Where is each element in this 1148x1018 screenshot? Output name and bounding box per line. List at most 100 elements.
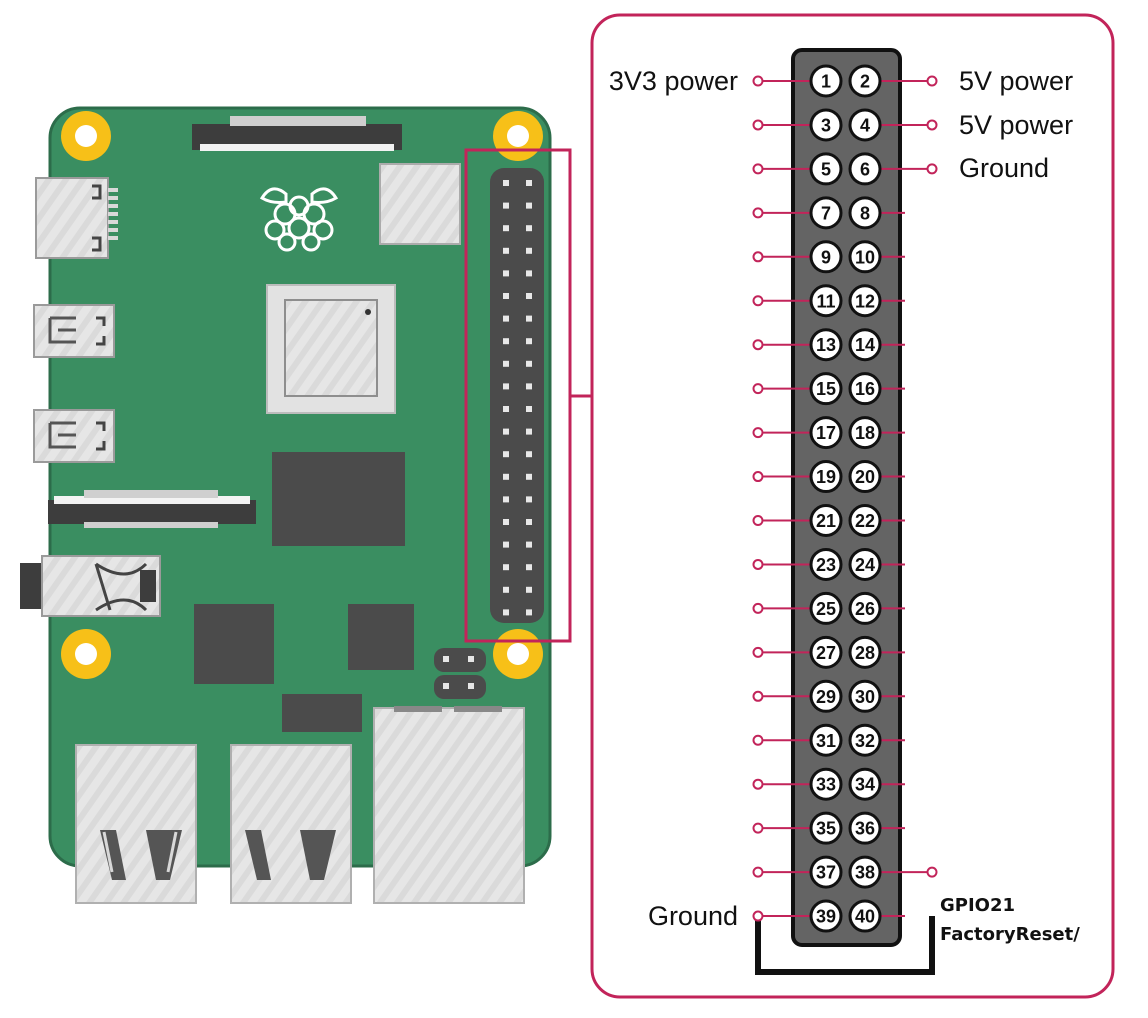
pin-20 [848,460,882,494]
usb-port [230,744,352,904]
pin-38 [848,855,882,889]
pin-19 [809,460,843,494]
pin-number: 38 [855,863,875,883]
gpio-pin-dot [526,383,532,390]
pin-number: 18 [855,423,875,443]
label-pin1: 3V3 power [609,66,738,96]
pin-34 [848,767,882,801]
pin-number: 20 [855,467,875,487]
pin-number: 37 [816,863,836,883]
pin-40 [848,899,882,933]
pin-marker [752,207,764,219]
gpio-pin-dot [526,315,532,322]
raspberry-pi-board [20,106,552,904]
gpio-pin-dot [503,202,509,209]
pin-marker [752,75,764,87]
small-chip [282,694,362,732]
audio-jack [20,555,161,617]
pin-number: 30 [855,687,875,707]
ram-chip [272,452,405,546]
pin-marker [752,646,764,658]
pin-number: 29 [816,687,836,707]
pin-13 [809,328,843,362]
gpio-pin-dot [503,180,509,186]
pin-number: 7 [821,203,831,223]
pin-27 [809,635,843,669]
pin-number: 39 [816,907,836,927]
gpio-pin-dot [503,315,509,322]
usb-controller-chip [194,604,274,684]
pin-number: 25 [816,599,836,619]
reset-jumper-wire [755,916,935,975]
pin-35 [809,811,843,845]
pin-number: 11 [816,291,835,311]
pin-marker [752,910,764,922]
header-body [791,48,902,947]
gpio-pin-dot [503,541,509,548]
pin-1 [809,64,843,98]
pin-number: 8 [860,203,870,223]
pin-22 [848,504,882,537]
gpio-pin-dot [526,609,532,616]
pin-number: 40 [855,907,875,927]
camera-connector [48,490,256,528]
label-pin40-line2: FactoryReset/ [940,924,1080,945]
pin-marker [926,866,938,878]
pin-number: 28 [855,643,875,663]
pin-number: 1 [821,72,831,92]
pin-number: 31 [816,731,836,751]
pin-number: 26 [855,599,875,619]
pin-18 [848,416,882,450]
callout-bracket [464,148,592,643]
gpio-pin-dot [503,451,509,458]
pin-number: 12 [855,291,875,311]
pin-17 [809,416,843,450]
gpio-pin-dot [503,270,509,277]
gpio-header [490,168,544,623]
soc-chip [266,284,396,414]
gpio-pin-dot [503,247,509,254]
pin-marker [752,734,764,746]
pin-10 [848,240,882,274]
pin-9 [809,240,843,274]
pin-26 [848,591,882,625]
pin-number: 4 [860,115,870,135]
pin-number: 17 [816,423,836,443]
pin-8 [848,196,882,230]
gpio-pin-dot [526,473,532,480]
pin-7 [809,196,843,230]
gpio-pin-dot [526,270,532,277]
poe-header [434,648,486,699]
label-pin40-line1: GPIO21 [940,895,1015,916]
pin-32 [848,723,882,757]
pin-marker [752,427,764,439]
pin-marker [752,471,764,483]
mounting-hole-icon [61,111,111,161]
pin-number: 6 [860,159,870,179]
pin-marker [926,75,938,87]
gpio-pin-dot [503,383,509,390]
label-pin6: Ground [959,153,1049,183]
pin-number: 34 [855,775,875,795]
pin-11 [809,284,843,318]
pin-marker [752,119,764,131]
pin-marker [752,295,764,307]
pin-6 [848,152,882,186]
pin-number: 36 [855,819,875,839]
gpio-pin-dot [526,180,532,186]
ethernet-chip [348,604,414,670]
pin-30 [848,679,882,713]
pin-number: 10 [855,247,875,267]
pin-2 [848,64,882,98]
gpio-pin-dot [526,225,532,232]
gpio-pin-dot [526,338,532,345]
pin-number: 3 [821,115,831,135]
micro-hdmi-port [33,409,115,463]
pin-36 [848,811,882,845]
usb-c-port [35,177,118,259]
pin-4 [848,108,882,142]
gpio-pin-dot [503,473,509,480]
pin-number: 2 [860,72,870,92]
